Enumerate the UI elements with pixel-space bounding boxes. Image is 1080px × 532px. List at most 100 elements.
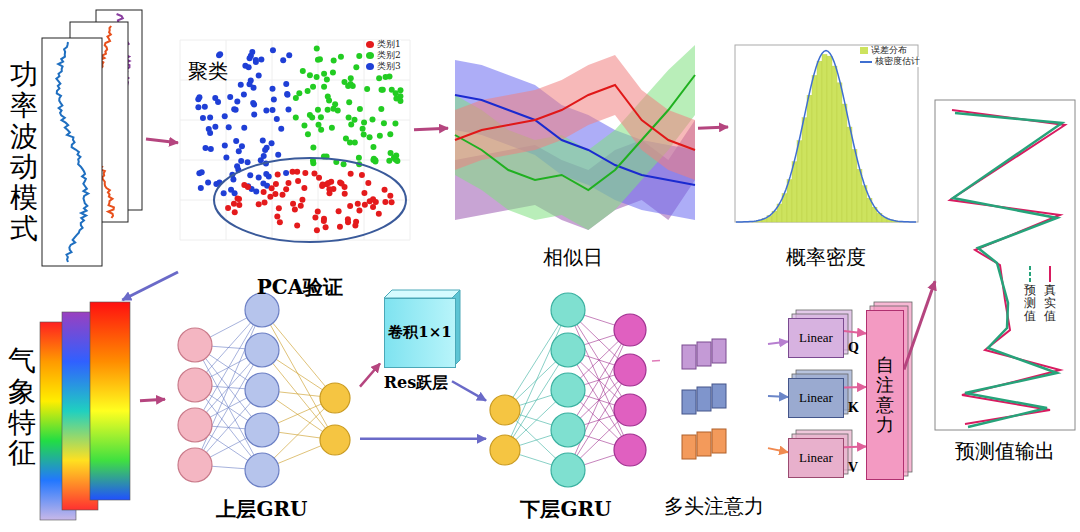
scatter-point [367, 134, 373, 140]
head-block [712, 339, 726, 363]
histogram-bar [842, 104, 847, 222]
scatter-point [271, 97, 277, 103]
scatter-point [329, 125, 335, 131]
grid-line [180, 40, 181, 240]
scatter-point [238, 82, 244, 88]
scatter-point [267, 194, 273, 200]
neuron [320, 383, 350, 413]
scatter-point [307, 72, 313, 78]
node-caption: PCA验证 [257, 276, 343, 299]
scatter-point [217, 51, 223, 57]
legend-swatch [366, 63, 374, 70]
scatter-point [337, 224, 343, 230]
density-curve [736, 51, 916, 222]
scatter-point [283, 186, 289, 192]
scatter-point [326, 186, 332, 192]
node-title: 卷积1×1 [388, 324, 451, 341]
scatter-point [239, 143, 245, 149]
scatter-point [356, 155, 362, 161]
scatter-point [302, 170, 308, 176]
scatter-point [205, 179, 211, 185]
flow-arrow [146, 139, 178, 143]
node-title: 概率密度 [786, 246, 866, 269]
legend-text: 真实值 [1044, 284, 1056, 324]
scatter-point [212, 124, 218, 130]
scatter-point [361, 119, 367, 125]
scatter-point [362, 202, 368, 208]
panel-frame [42, 38, 102, 266]
neuron [320, 425, 350, 455]
scatter-point [290, 201, 296, 207]
legend-item: 误差分布 [860, 46, 907, 56]
flow-arrow [140, 399, 165, 401]
scatter-point [361, 190, 367, 196]
scatter-point [226, 124, 232, 130]
similar-day-band [455, 55, 695, 180]
scatter-point [343, 135, 349, 141]
scatter-point [256, 174, 262, 180]
density-axes [735, 45, 918, 222]
scatter-point [200, 115, 206, 121]
legend-line [1049, 266, 1051, 282]
scatter-point [283, 170, 289, 176]
flow-arrow [698, 127, 728, 128]
neuron [551, 373, 585, 407]
scatter-point [261, 153, 267, 159]
power-pattern-panel: 功率波动模式 [6, 8, 146, 270]
scatter-point [356, 208, 362, 214]
weather-feature-panel: 气象特征 [6, 300, 140, 526]
scatter-point [376, 75, 382, 81]
legend-line [1029, 266, 1031, 282]
output-frame [935, 100, 1075, 430]
scatter-point [370, 204, 376, 210]
scatter-point [348, 81, 354, 87]
scatter-point [221, 190, 227, 196]
head-block [697, 387, 711, 411]
legend-text: 核密度估计 [875, 57, 920, 67]
conv-box: 卷积1×1 [384, 298, 456, 368]
scatter-point [241, 125, 247, 131]
scatter-point [318, 114, 324, 120]
scatter-point [250, 100, 256, 106]
scatter-point [293, 115, 299, 121]
histogram-bar [807, 95, 812, 222]
similar-day-band [455, 45, 695, 230]
scatter-point [370, 144, 376, 150]
scatter-point [258, 56, 264, 62]
scatter-point [387, 73, 393, 79]
pred-curve [953, 113, 1062, 427]
scatter-point [316, 175, 322, 181]
linear-box: Linear [788, 318, 844, 358]
flow-arrow [452, 381, 486, 400]
scatter-point [361, 131, 367, 137]
neuron [245, 453, 279, 487]
scatter-point [299, 197, 305, 203]
scatter-point [234, 99, 240, 105]
scatter-point [348, 171, 354, 177]
scatter-point [262, 199, 268, 205]
scatter-point [382, 187, 388, 193]
legend-item: 类别1 [366, 40, 401, 50]
scatter-point [286, 52, 292, 58]
grid-line [364, 40, 365, 240]
node-title: Linear [799, 331, 833, 346]
multi-head-attention-block: 多头注意力 [660, 330, 768, 525]
neuron [245, 373, 279, 407]
scatter-point [275, 152, 281, 158]
scatter-point [273, 181, 279, 187]
scatter-point [310, 145, 316, 151]
histogram-bar [857, 169, 862, 222]
scatter-point [280, 57, 286, 63]
scatter-point [321, 84, 327, 90]
scatter-point [352, 117, 358, 123]
scatter-point [305, 88, 311, 94]
head-block [712, 429, 726, 453]
scatter-point [270, 47, 276, 53]
scatter-point [311, 170, 317, 176]
scatter-point [253, 188, 259, 194]
scatter-point [342, 191, 348, 197]
cluster-scatter-panel: 聚类PCA验证 [178, 38, 414, 300]
scatter-point [238, 158, 244, 164]
scatter-point [233, 107, 239, 113]
